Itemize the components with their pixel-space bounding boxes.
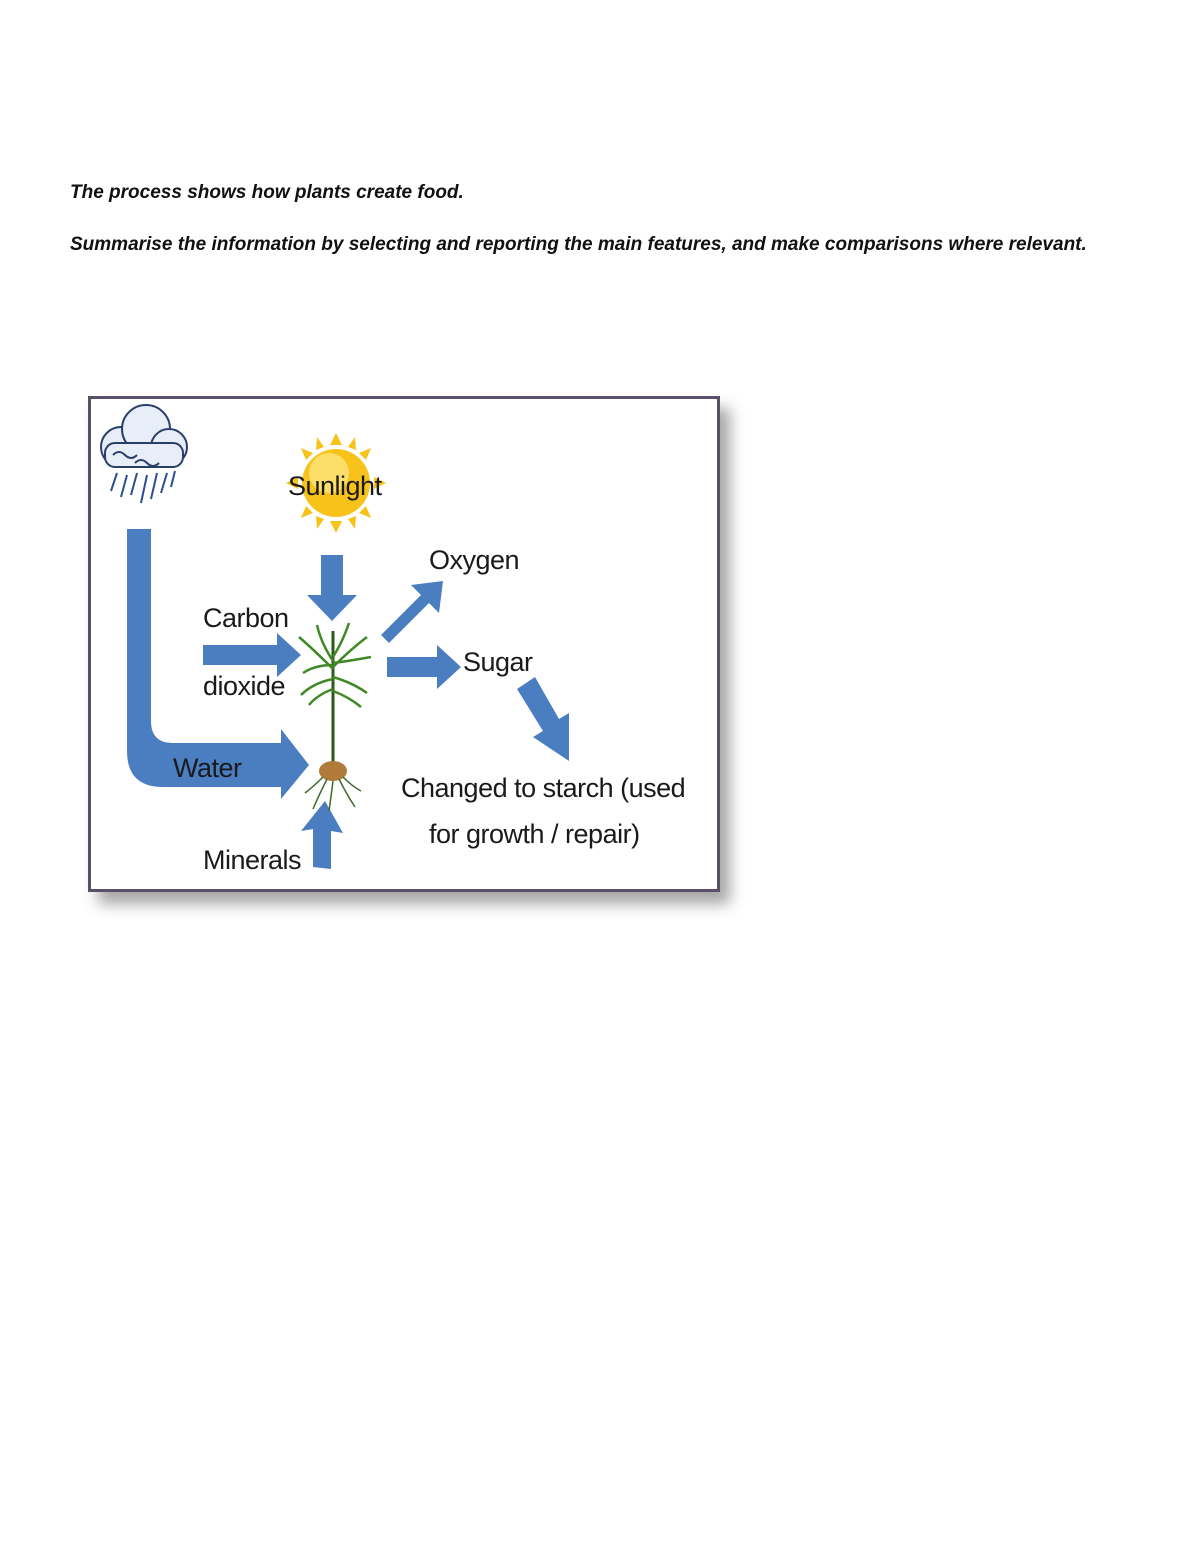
rain-cloud-icon xyxy=(101,405,187,503)
photosynthesis-diagram: Sunlight Oxygen Carbon dioxide Sugar Wat… xyxy=(88,396,720,892)
prompt-line-2: Summarise the information by selecting a… xyxy=(70,228,1130,261)
label-sugar: Sugar xyxy=(463,647,533,677)
sugar-arrow xyxy=(387,645,461,689)
starch-arrow xyxy=(517,677,569,761)
label-starch-line-2: for growth / repair) xyxy=(429,819,640,849)
label-starch-line-1: Changed to starch (used xyxy=(401,773,685,803)
label-minerals: Minerals xyxy=(203,845,301,875)
label-carbon: Carbon xyxy=(203,603,289,633)
label-dioxide: dioxide xyxy=(203,671,285,701)
label-water: Water xyxy=(173,753,242,783)
label-oxygen: Oxygen xyxy=(429,545,519,575)
oxygen-arrow xyxy=(381,581,443,643)
prompt-line-1: The process shows how plants create food… xyxy=(70,176,1130,209)
minerals-arrow xyxy=(301,801,343,869)
diagram-canvas: Sunlight Oxygen Carbon dioxide Sugar Wat… xyxy=(91,399,717,889)
sunlight-arrow xyxy=(307,555,357,621)
label-sunlight: Sunlight xyxy=(288,471,383,501)
plant-icon xyxy=(299,623,371,811)
